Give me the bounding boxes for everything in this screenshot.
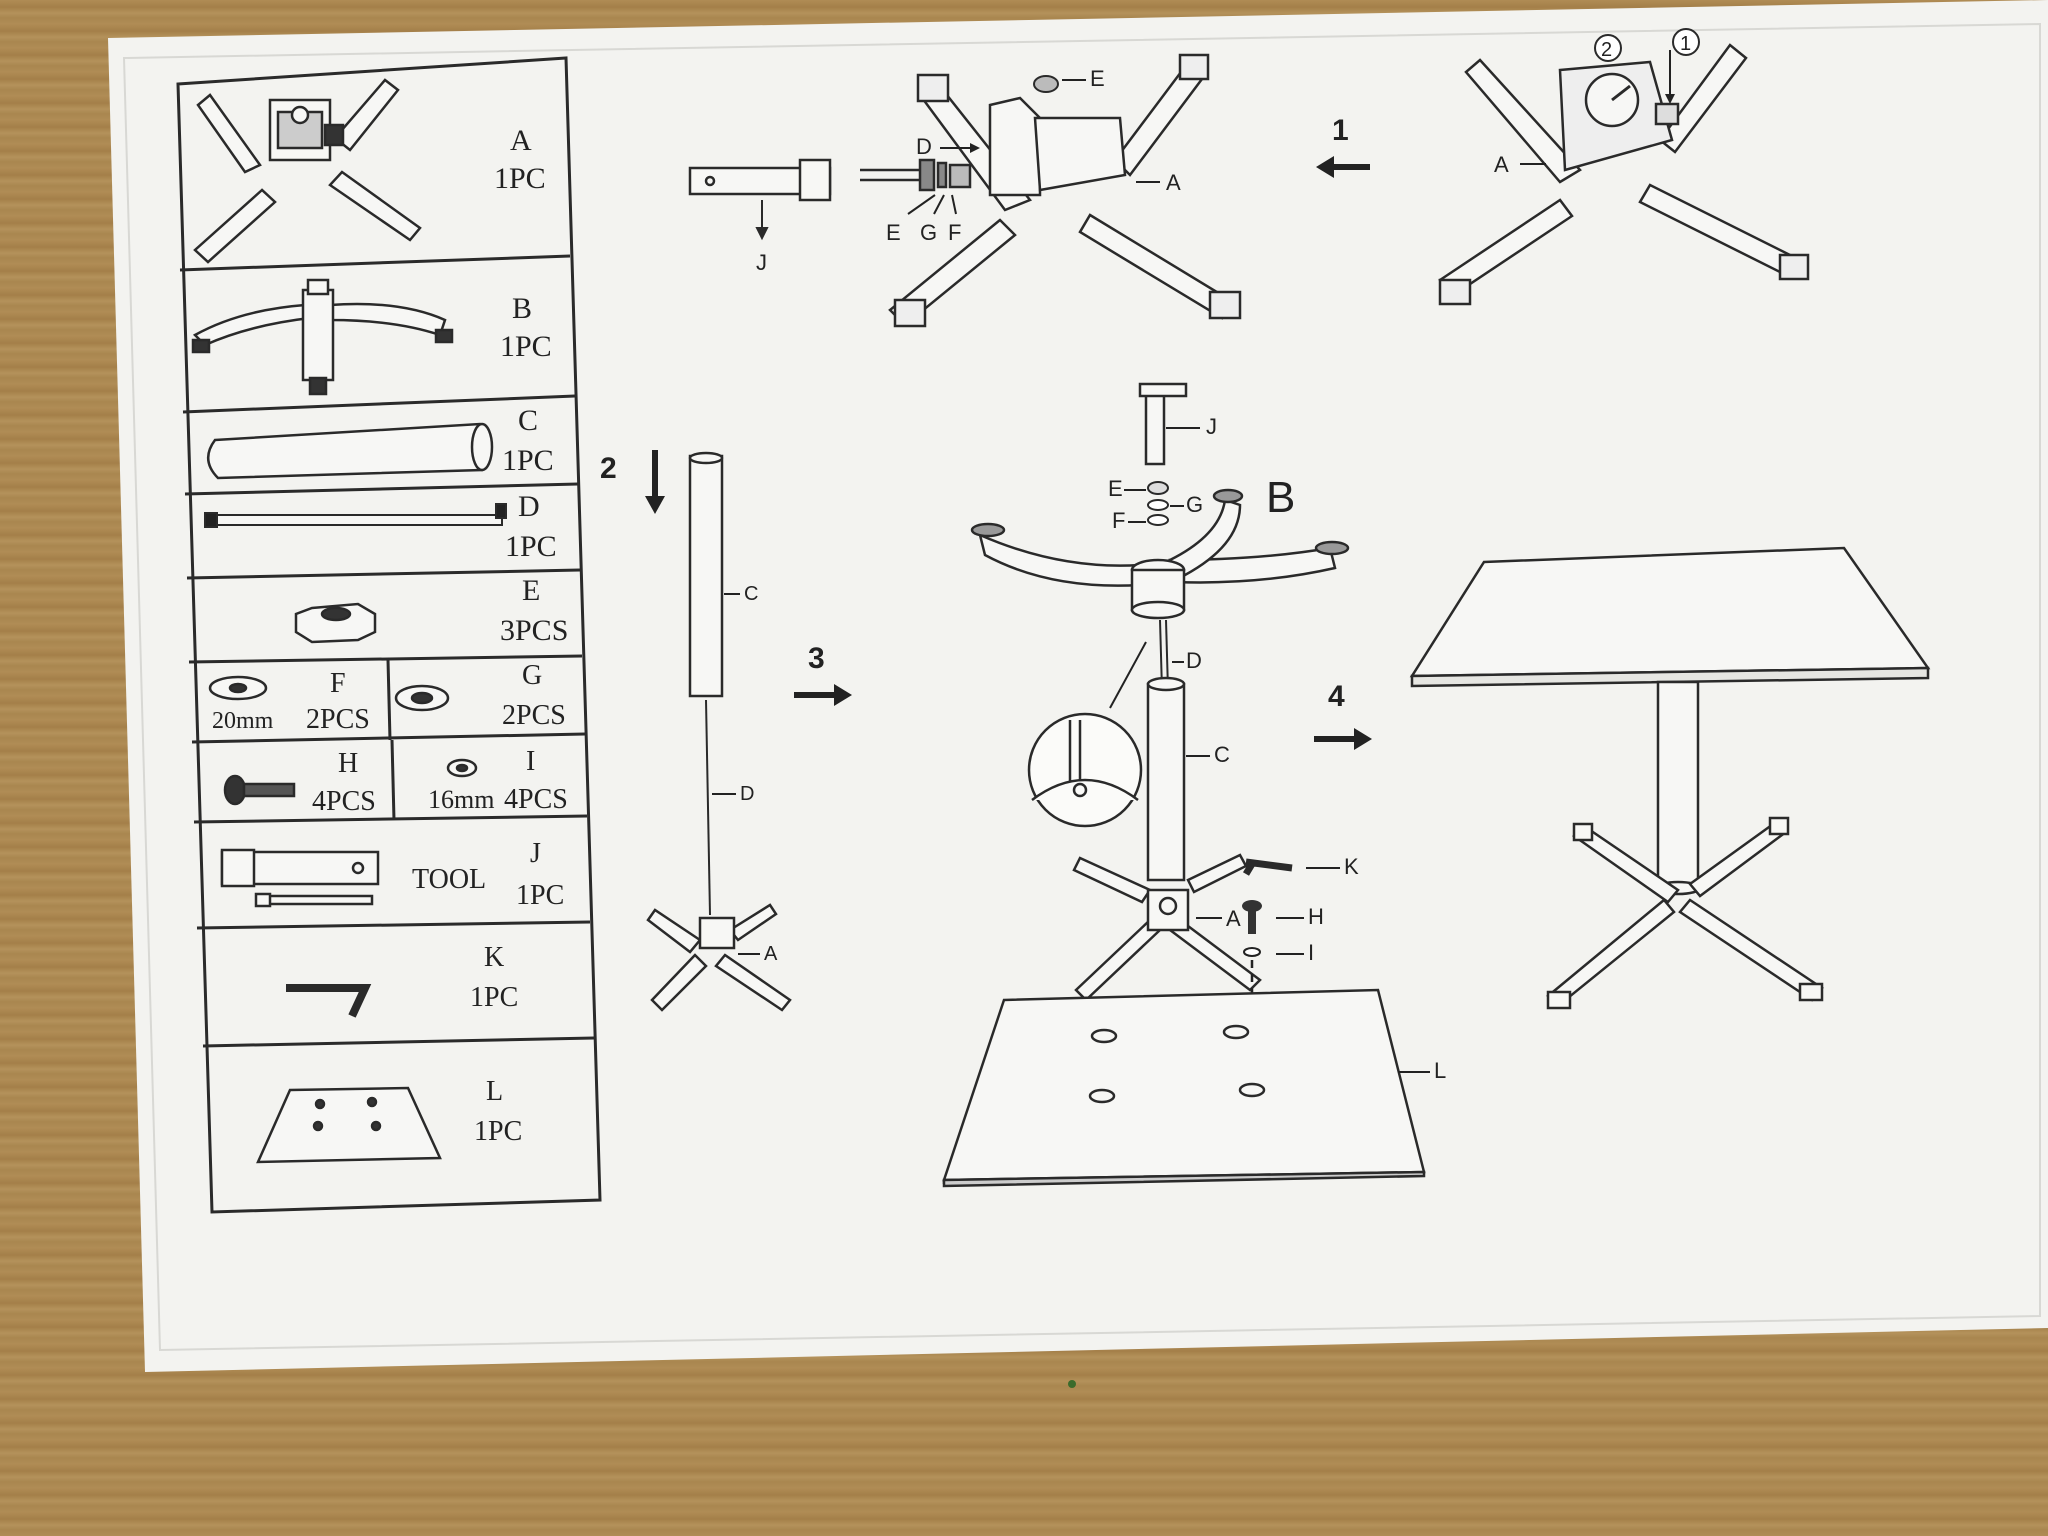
part-qty-d: 1PC bbox=[505, 530, 557, 563]
part-f-washer-icon bbox=[208, 675, 268, 701]
step1-callout-e: E bbox=[1090, 66, 1105, 91]
speck bbox=[1068, 1380, 1076, 1388]
part-letter-l: L bbox=[486, 1076, 503, 1107]
step1-callout-f: F bbox=[948, 220, 961, 245]
part-qty-k: 1PC bbox=[470, 982, 518, 1013]
step-number-2: 2 bbox=[600, 452, 617, 485]
part-k-hex-key-icon bbox=[286, 984, 372, 1018]
part-qty-j: 1PC bbox=[516, 880, 564, 911]
step-3-base-icon bbox=[1072, 853, 1262, 1002]
part-letter-e: E bbox=[522, 574, 540, 607]
step2-callout-d: D bbox=[740, 783, 754, 805]
step3-callout-k: K bbox=[1344, 854, 1359, 879]
step-3-tube-icon bbox=[1146, 676, 1186, 882]
part-g-spring-washer-icon bbox=[394, 684, 450, 712]
part-letter-h: H bbox=[338, 748, 358, 779]
step-1-right-base-icon bbox=[1438, 43, 1810, 306]
step-number-4: 4 bbox=[1328, 680, 1345, 713]
step-3-bolt-icon bbox=[1242, 900, 1262, 934]
part-letter-k: K bbox=[484, 942, 504, 973]
part-d-rod-icon bbox=[204, 503, 507, 528]
step1-callout-n2: 2 bbox=[1601, 39, 1612, 61]
part-size-i: 16mm bbox=[428, 785, 494, 814]
step1-callout-d: D bbox=[916, 134, 932, 159]
part-qty-l: 1PC bbox=[474, 1116, 522, 1147]
step3-callout-e: E bbox=[1108, 476, 1123, 501]
step-1-step-marker-icon bbox=[1594, 28, 1700, 62]
part-a-base-icon bbox=[193, 78, 422, 264]
part-e-nut-icon bbox=[294, 602, 377, 644]
part-qty-a: 1PC bbox=[494, 162, 546, 195]
part-b-spider-icon bbox=[191, 278, 454, 396]
step3-callout-a: A bbox=[1226, 906, 1241, 931]
part-qty-e: 3PCS bbox=[500, 614, 568, 647]
part-letter-c: C bbox=[518, 404, 538, 437]
step1-callout-a: A bbox=[1166, 170, 1181, 195]
step-2-tube-icon bbox=[688, 451, 724, 916]
step1-callout-e2: E bbox=[886, 220, 901, 245]
step-1-tool-icon bbox=[688, 158, 972, 202]
step-1-arrow-icon bbox=[1316, 156, 1370, 178]
step1-callout-g: G bbox=[920, 220, 937, 245]
step3-callout-h: H bbox=[1308, 904, 1324, 929]
part-letter-a: A bbox=[510, 124, 532, 157]
step-2-arrow-icon bbox=[645, 450, 665, 514]
step-3-tool-icon bbox=[1138, 382, 1188, 466]
part-c-tube-icon bbox=[207, 422, 494, 480]
step-3-detail-magnifier bbox=[1027, 712, 1143, 828]
step3-callout-b: B bbox=[1266, 473, 1295, 522]
step3-callout-d: D bbox=[1186, 648, 1202, 673]
step3-callout-f: F bbox=[1112, 508, 1125, 533]
part-qty-f: 2PCS bbox=[306, 704, 370, 735]
step3-callout-g: G bbox=[1186, 492, 1203, 517]
part-letter-d: D bbox=[518, 490, 540, 523]
part-qty-b: 1PC bbox=[500, 330, 552, 363]
step3-callout-j: J bbox=[1206, 414, 1217, 439]
step-3-hex-key-icon bbox=[1242, 858, 1293, 876]
step-number-1: 1 bbox=[1332, 114, 1349, 147]
part-size-f: 20mm bbox=[212, 708, 274, 734]
step-4-arrow-icon bbox=[1314, 728, 1372, 750]
part-letter-j: J bbox=[530, 838, 541, 869]
part-name-j: TOOL bbox=[412, 864, 486, 895]
part-l-plate-icon bbox=[256, 1086, 442, 1164]
step-3-plate-icon bbox=[942, 988, 1426, 1188]
step-1-base-icon bbox=[888, 53, 1242, 328]
step1-callout-a-right: A bbox=[1494, 152, 1509, 177]
part-h-bolt-icon bbox=[223, 774, 296, 806]
step-1-nut-icon bbox=[1033, 75, 1059, 93]
parts-table bbox=[176, 56, 602, 1214]
step-3-arrow-icon bbox=[794, 684, 852, 706]
step3-callout-i: I bbox=[1308, 940, 1314, 965]
step2-callout-c: C bbox=[744, 583, 758, 605]
step-2-base-icon bbox=[646, 903, 792, 1012]
part-qty-h: 4PCS bbox=[312, 786, 376, 817]
step3-callout-c: C bbox=[1214, 742, 1230, 767]
paper bbox=[108, 0, 2048, 1372]
step-4-assembled-table-icon bbox=[1409, 546, 1931, 1010]
step3-callout-l: L bbox=[1434, 1058, 1446, 1083]
part-letter-g: G bbox=[522, 660, 542, 691]
step1-callout-n1: 1 bbox=[1680, 33, 1691, 55]
part-qty-g: 2PCS bbox=[502, 700, 566, 731]
part-letter-f: F bbox=[330, 668, 346, 699]
step-3-spider-icon bbox=[970, 488, 1350, 620]
step1-callout-j: J bbox=[756, 250, 767, 275]
part-j-tool-icon bbox=[220, 848, 380, 908]
part-qty-i: 4PCS bbox=[504, 784, 568, 815]
part-qty-c: 1PC bbox=[502, 444, 554, 477]
part-letter-b: B bbox=[512, 292, 532, 325]
part-letter-i: I bbox=[526, 746, 535, 777]
step2-callout-a: A bbox=[764, 943, 778, 965]
part-i-washer-icon bbox=[446, 758, 478, 778]
step-number-3: 3 bbox=[808, 642, 825, 675]
